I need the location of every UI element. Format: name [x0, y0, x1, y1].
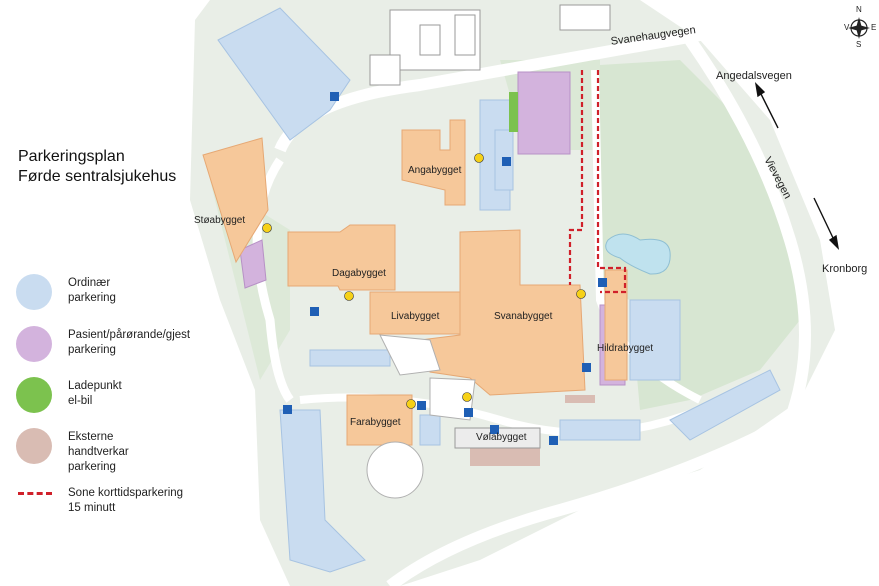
building-hildrabygget: [604, 269, 628, 381]
parking-volabygget-east: [559, 419, 641, 441]
legend-patient-swatch: [16, 326, 52, 362]
compass-e: E: [871, 23, 877, 32]
building-dagabygget: [287, 224, 396, 291]
legend-external-line1: Eksterne handtverkar: [68, 431, 129, 458]
label-stoabygget: Støabygget: [194, 215, 246, 226]
handicap-icon: [283, 405, 292, 414]
building-angabygget: [401, 119, 466, 206]
parking-farabygget-east: [419, 414, 441, 446]
legend-external-line2: parkering: [68, 461, 116, 473]
legend-charging-line2: el-bil: [68, 395, 93, 407]
label-angedalsvegen: Angedalsvegen: [716, 70, 792, 82]
compass-w: V: [844, 23, 850, 32]
entrance-icon: [462, 392, 472, 402]
ordinary-parking: [217, 7, 781, 573]
legend-zone-line: [18, 492, 52, 495]
map-subtitle: Førde sentralsjukehus: [18, 168, 177, 185]
handicap-icon: [582, 363, 591, 372]
auxiliary-buildings: [366, 334, 476, 499]
entrance-icon: [474, 153, 484, 163]
label-kronborg: Kronborg: [822, 263, 868, 275]
handicap-icon: [502, 157, 511, 166]
handicap-icon: [549, 436, 558, 445]
label-dagabygget: Dagabygget: [332, 268, 386, 279]
buildings: [202, 119, 628, 446]
legend-ordinary-line2: parkering: [68, 292, 116, 304]
parking-southwest: [279, 409, 366, 573]
label-hildrabygget: Hildrabygget: [597, 343, 654, 354]
entrance-icon: [576, 289, 586, 299]
label-farabygget: Farabygget: [350, 417, 401, 428]
handicap-icon: [310, 307, 319, 316]
entrance-icon: [262, 223, 272, 233]
handicap-icon: [490, 425, 499, 434]
legend-zone-line1: Sone korttidsparkering: [68, 487, 184, 499]
handicap-icon: [598, 278, 607, 287]
handicap-icon: [330, 92, 339, 101]
parking-west-small: [309, 349, 391, 367]
entrance-icon: [406, 399, 416, 409]
legend-ordinary-swatch: [16, 274, 52, 310]
compass-icon: [848, 17, 870, 39]
road-south: [386, 414, 793, 586]
external-parking: [470, 446, 540, 466]
legend-zone-line2: 15 minutt: [68, 502, 116, 514]
label-volabygget: Vølabygget: [476, 432, 527, 443]
north-buildings: [369, 4, 611, 86]
pond: [605, 233, 671, 275]
compass-s: S: [856, 40, 862, 49]
building-stoabygget: [202, 137, 269, 264]
legend-external-swatch: [16, 428, 52, 464]
handicap-markers: [283, 92, 607, 445]
road-vievegen: [685, 36, 811, 423]
label-livabygget: Livabygget: [391, 311, 440, 322]
legend-charging-swatch: [16, 377, 52, 413]
parking-southeast: [669, 369, 781, 441]
parking-northwest: [217, 7, 351, 141]
road-arrows: [754, 81, 840, 251]
legend-patient-line1: Pasient/pårørande/gjest: [68, 329, 191, 341]
legend-ordinary-line1: Ordinær: [68, 277, 111, 289]
parking-patient-north: [517, 71, 571, 155]
map-title: Parkeringsplan: [18, 148, 125, 165]
charging-parking: [509, 92, 518, 132]
handicap-icon: [464, 408, 473, 417]
external-parking-small: [565, 395, 595, 403]
building-svanabygget: [419, 229, 586, 396]
label-angabygget: Angabygget: [408, 165, 462, 176]
building-farabygget: [346, 394, 413, 446]
legend-zone: Sone korttidsparkering 15 minutt: [68, 486, 183, 516]
parking-patient-stoa: [239, 239, 267, 289]
label-svanabygget: Svanabygget: [494, 311, 553, 322]
legend-patient-line2: parkering: [68, 344, 116, 356]
short-term-zone: [568, 70, 627, 294]
parking-hildra: [629, 299, 681, 381]
entrance-markers: [262, 153, 586, 409]
entrance-icon: [344, 291, 354, 301]
compass-n: N: [856, 5, 862, 14]
handicap-icon: [417, 401, 426, 410]
legend-charging-line1: Ladepunkt: [68, 380, 122, 392]
